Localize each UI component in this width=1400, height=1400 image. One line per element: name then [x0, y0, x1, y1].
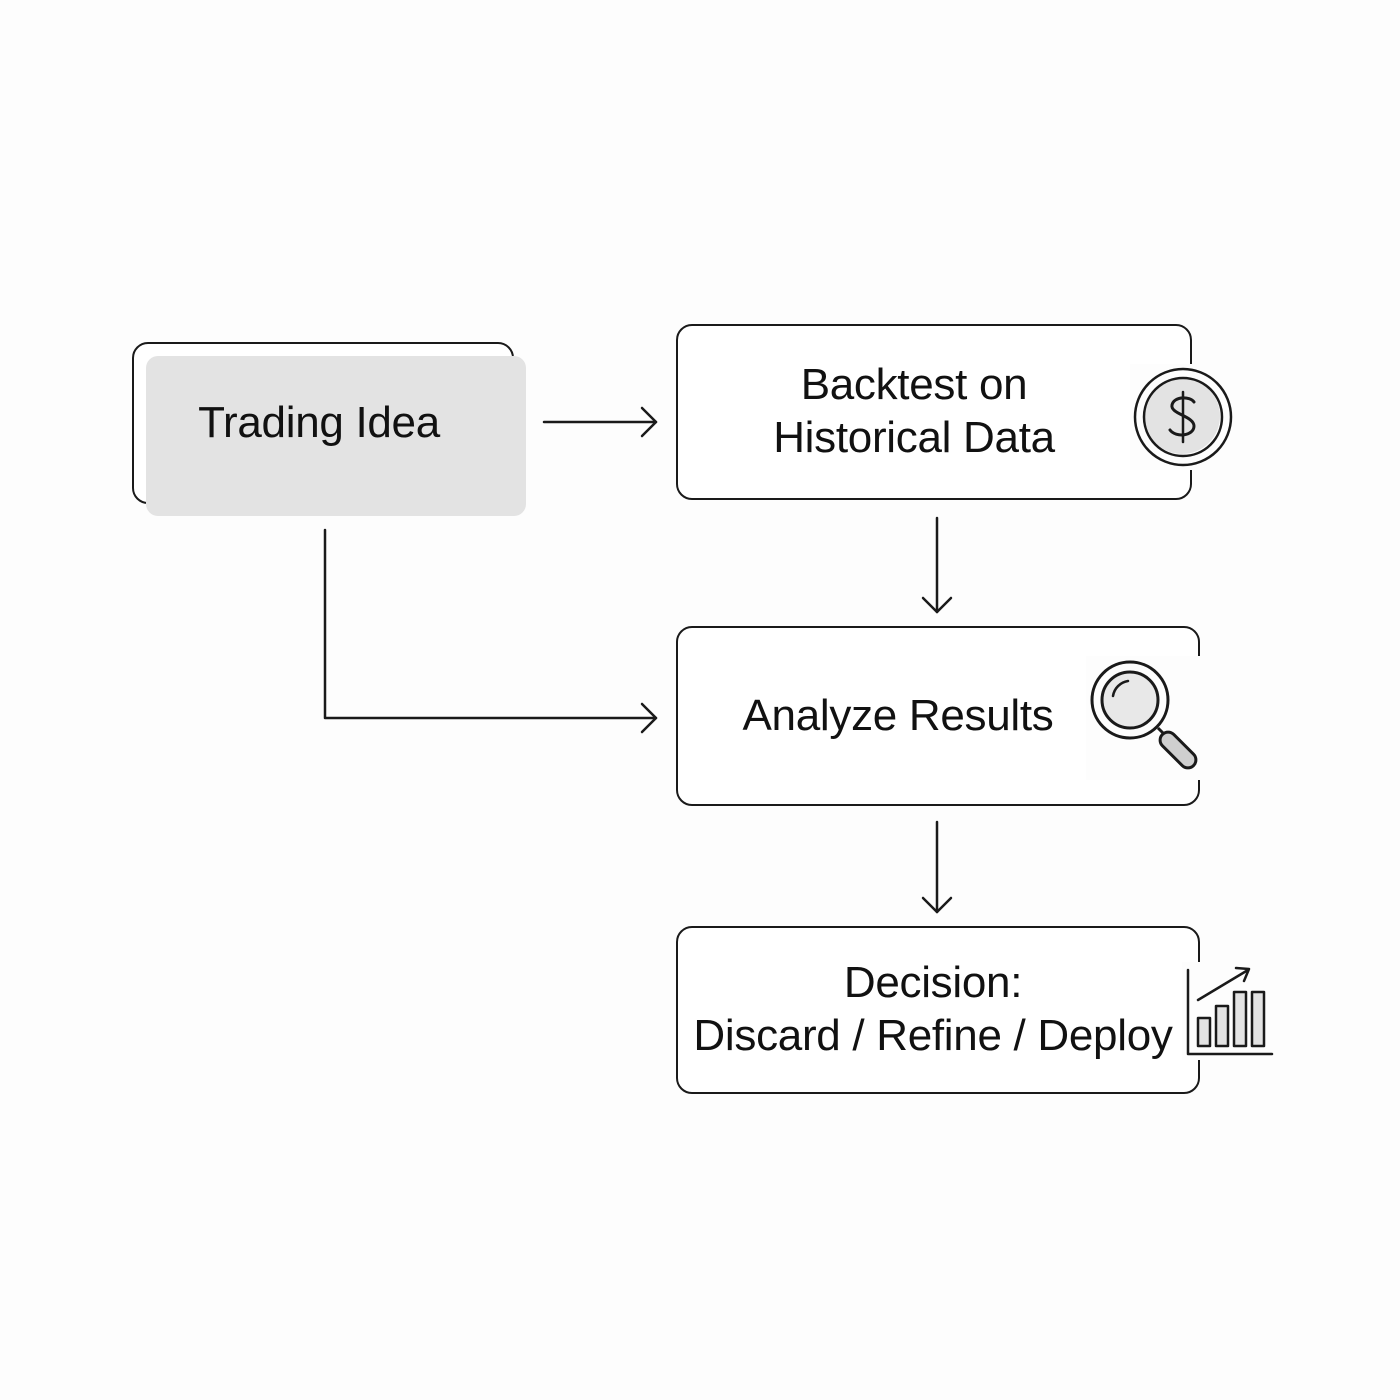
node-trading-idea: Trading Idea — [132, 342, 526, 516]
arrow-trading-to-analyze — [323, 528, 658, 734]
node-analyze-label: Analyze Results — [742, 690, 1054, 740]
dollar-coin-icon — [1130, 364, 1236, 470]
node-decision-label-line1: Decision: — [843, 958, 1023, 1008]
node-shade — [146, 356, 526, 516]
node-backtest: Backtest on Historical Data — [676, 324, 1192, 500]
node-decision: Decision: Discard / Refine / Deploy — [676, 926, 1200, 1094]
node-decision-label-line2: Discard / Refine / Deploy — [693, 1011, 1173, 1060]
node-backtest-label-line2: Historical Data — [773, 413, 1055, 462]
magnifying-glass-icon — [1086, 656, 1210, 780]
bar-chart-growth-icon — [1182, 962, 1276, 1060]
arrow-backtest-to-analyze — [921, 516, 953, 614]
arrow-trading-to-backtest — [542, 406, 658, 438]
node-backtest-label-line1: Backtest on — [800, 360, 1028, 410]
arrow-analyze-to-decision — [921, 820, 953, 914]
node-decision-label: Decision: Discard / Refine / Deploy — [693, 957, 1172, 1063]
node-backtest-label: Backtest on Historical Data — [773, 359, 1055, 465]
node-trading-idea-label: Trading Idea — [198, 397, 440, 447]
